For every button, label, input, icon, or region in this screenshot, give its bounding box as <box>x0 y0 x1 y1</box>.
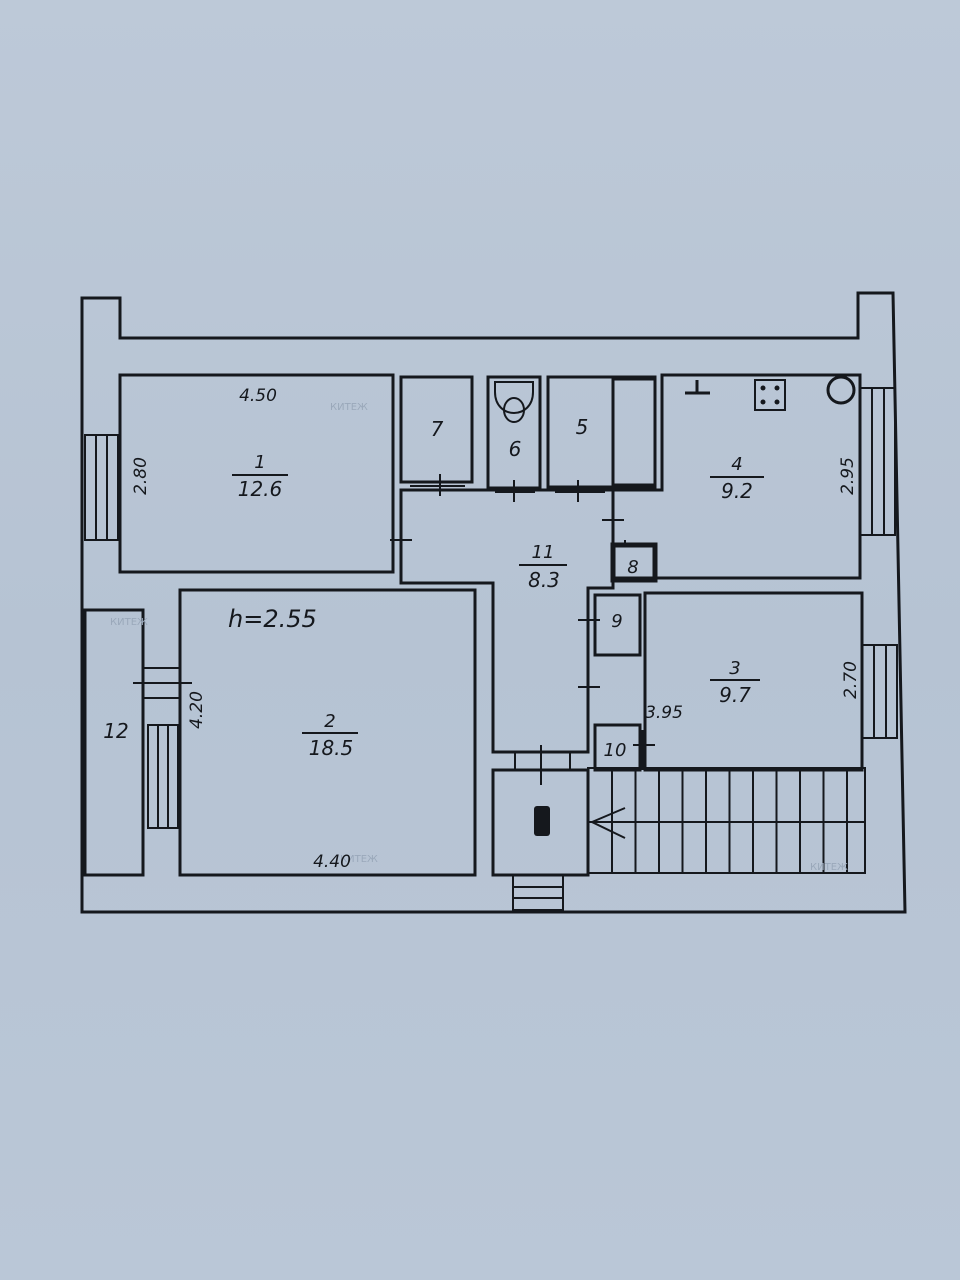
sink-icon <box>685 380 710 395</box>
toilet-icon <box>494 381 534 423</box>
room-1-outline <box>118 373 395 574</box>
room-6-label: 6 <box>509 437 522 461</box>
room-5-label: 5 <box>576 415 589 439</box>
room-8-label: 8 <box>627 557 638 578</box>
svg-text:9.2: 9.2 <box>721 479 753 503</box>
outer-wall <box>80 291 907 914</box>
svg-text:8.3: 8.3 <box>528 568 560 592</box>
room-1-label: 1 12.6 <box>232 452 288 501</box>
room-12-label: 12 <box>103 719 128 743</box>
room-3-label: 3 9.7 <box>710 658 760 707</box>
ceiling-height-label: h=2.55 <box>228 605 317 633</box>
boiler-icon <box>826 375 856 405</box>
watermark: КИТЕЖ <box>810 862 848 873</box>
room-1-width-dimension: 4.50 <box>239 386 277 406</box>
room-3-width-dimension: 3.95 <box>645 703 683 723</box>
room-2-depth-dimension: 4.20 <box>187 691 207 729</box>
room-10-label: 10 <box>604 740 627 761</box>
watermark: КИТЕЖ <box>340 854 378 865</box>
corridor-11-outline <box>399 488 615 754</box>
svg-text:9.7: 9.7 <box>719 683 751 707</box>
room-10-outline <box>593 723 642 772</box>
stair-post-icon <box>534 806 550 836</box>
svg-text:4: 4 <box>731 454 742 475</box>
room-9-label: 9 <box>611 611 622 632</box>
svg-text:3: 3 <box>729 658 740 679</box>
svg-text:12.6: 12.6 <box>238 477 283 501</box>
room-4-label: 4 9.2 <box>710 454 764 503</box>
svg-text:1: 1 <box>254 452 265 473</box>
room-4-depth-dimension: 2.95 <box>838 457 858 495</box>
room-3-outline <box>643 591 864 772</box>
doors <box>390 474 655 785</box>
room-3-depth-dimension: 2.70 <box>841 661 861 699</box>
room-7-label: 7 <box>431 417 444 441</box>
room-11-label: 11 8.3 <box>519 542 567 592</box>
bathtub <box>611 377 657 487</box>
svg-text:2: 2 <box>324 711 335 732</box>
staircase <box>587 767 866 874</box>
room-9-outline <box>593 593 642 657</box>
watermark: КИТЕЖ <box>330 402 368 413</box>
room-2-label: 2 18.5 <box>302 711 358 760</box>
svg-text:18.5: 18.5 <box>309 736 354 760</box>
room-5-outline <box>546 375 657 489</box>
room-2-outline <box>178 588 477 877</box>
stove-icon <box>754 379 786 411</box>
room-7-outline <box>399 375 474 484</box>
watermark: КИТЕЖ <box>110 617 148 628</box>
svg-text:11: 11 <box>532 542 555 563</box>
room-1-depth-dimension: 2.80 <box>131 457 151 495</box>
windows <box>84 387 898 911</box>
room-2-width-dimension: 4.40 <box>313 852 351 872</box>
room-12-outline <box>83 608 145 877</box>
